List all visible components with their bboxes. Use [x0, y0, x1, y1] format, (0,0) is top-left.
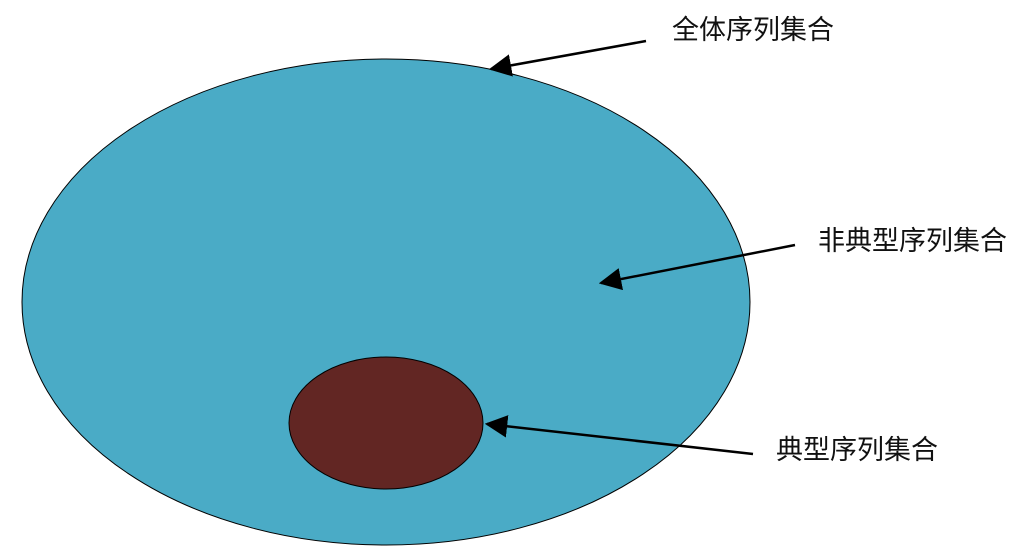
universal-set-label: 全体序列集合	[672, 15, 834, 46]
atypical-set-label: 非典型序列集合	[818, 226, 1007, 257]
universal-set-arrow	[488, 39, 647, 77]
typical-set-arrow	[484, 415, 754, 456]
typical-set-label: 典型序列集合	[776, 435, 938, 466]
atypical-set-arrow	[598, 243, 796, 291]
universal-set-ellipse	[21, 58, 751, 546]
typical-set-ellipse	[288, 356, 484, 490]
